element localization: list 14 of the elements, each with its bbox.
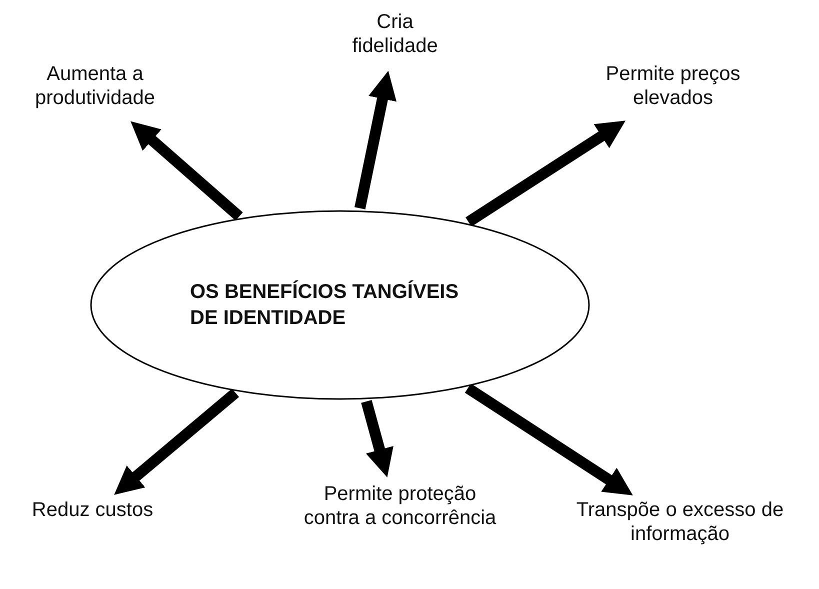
arrow xyxy=(130,121,243,221)
ellipse xyxy=(90,210,590,400)
benefit-label: Cria fidelidade xyxy=(351,10,439,58)
arrow xyxy=(466,120,626,227)
title-text: OS BENEFÍCIOS TANGÍVEIS DE IDENTIDADE xyxy=(190,279,460,331)
benefit-label: Aumenta a produtividade xyxy=(34,62,156,110)
arrow xyxy=(361,400,394,478)
benefit-label: Permite preços elevados xyxy=(604,62,742,110)
benefit-label: Permite proteção contra a concorrência xyxy=(302,482,498,530)
arrow xyxy=(464,383,633,496)
arrow xyxy=(354,70,397,210)
arrow xyxy=(114,388,240,495)
benefit-label: Reduz custos xyxy=(30,498,154,522)
benefit-label: Transpõe o excesso de informação xyxy=(575,498,785,546)
